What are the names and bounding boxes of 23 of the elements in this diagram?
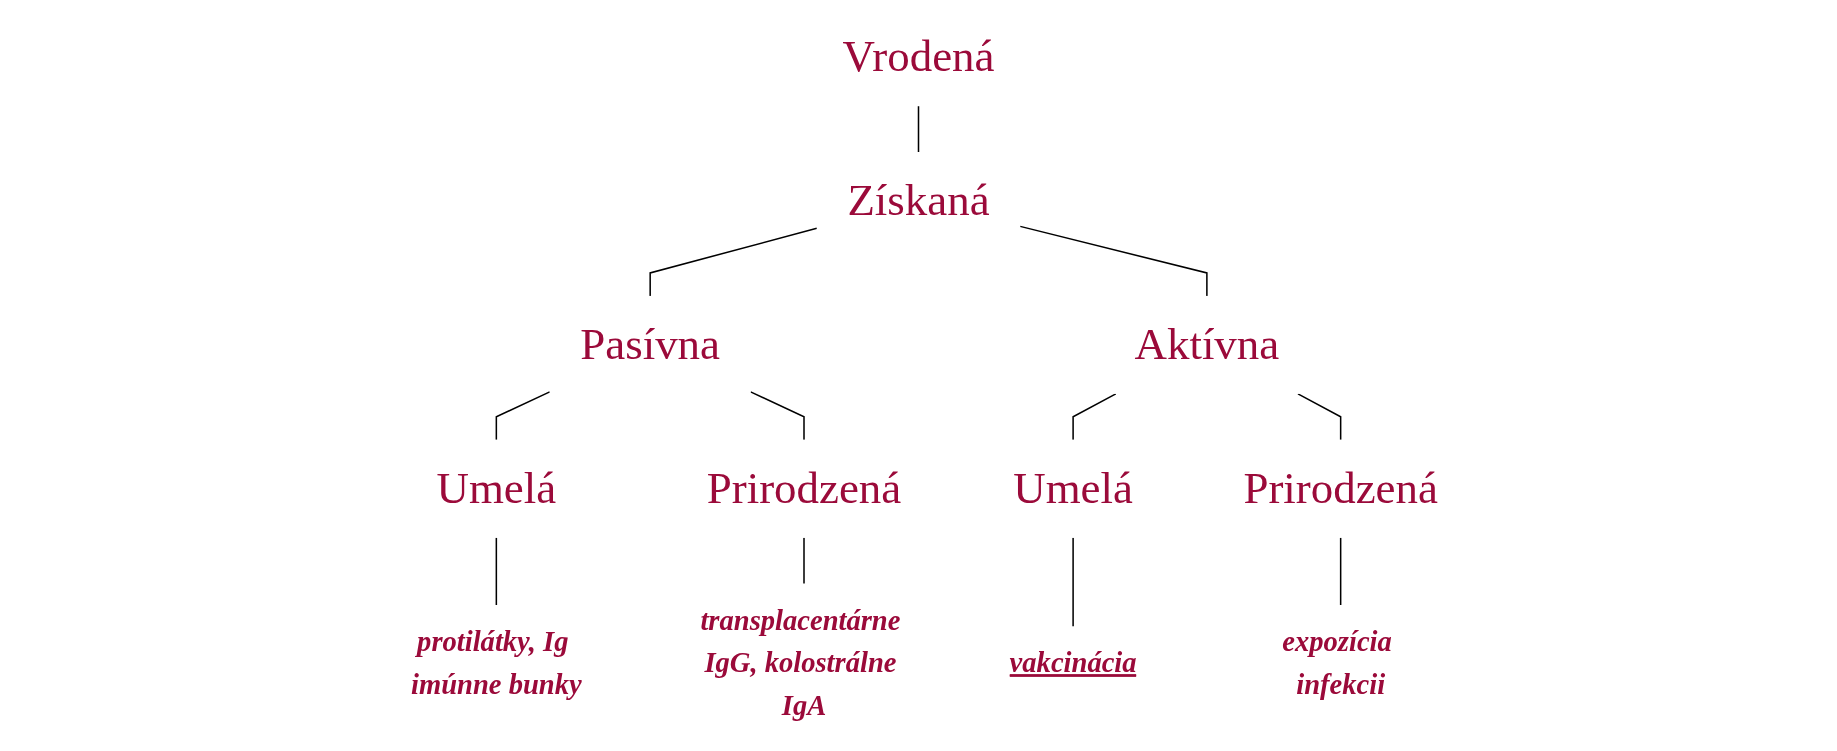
connector — [1019, 225, 1208, 297]
node-text: Umelá — [436, 463, 557, 514]
node-text: Získaná — [847, 175, 990, 226]
node-text: Vrodená — [842, 31, 995, 82]
connector — [649, 227, 818, 297]
connector — [1072, 393, 1117, 441]
connector — [495, 391, 551, 441]
node-text: Prirodzená — [706, 463, 902, 514]
connector — [917, 105, 920, 153]
node-text: protilátky, Ig imúnne bunky — [411, 625, 582, 700]
node-text: Prirodzená — [1243, 463, 1438, 514]
node-text: Pasívna — [580, 319, 721, 370]
node-text: vakcinácia — [1009, 646, 1137, 679]
node-text: Aktívna — [1134, 319, 1280, 370]
node-text: transplacentárne IgG, kolostrálne IgA — [700, 604, 901, 722]
connector — [1297, 393, 1342, 441]
node-text: expozícia infekcii — [1282, 625, 1392, 700]
connector — [749, 391, 805, 441]
connector — [1339, 536, 1342, 606]
connector — [803, 536, 805, 585]
node-text: Umelá — [1013, 463, 1133, 514]
connector — [1072, 536, 1074, 628]
connector — [495, 536, 498, 606]
